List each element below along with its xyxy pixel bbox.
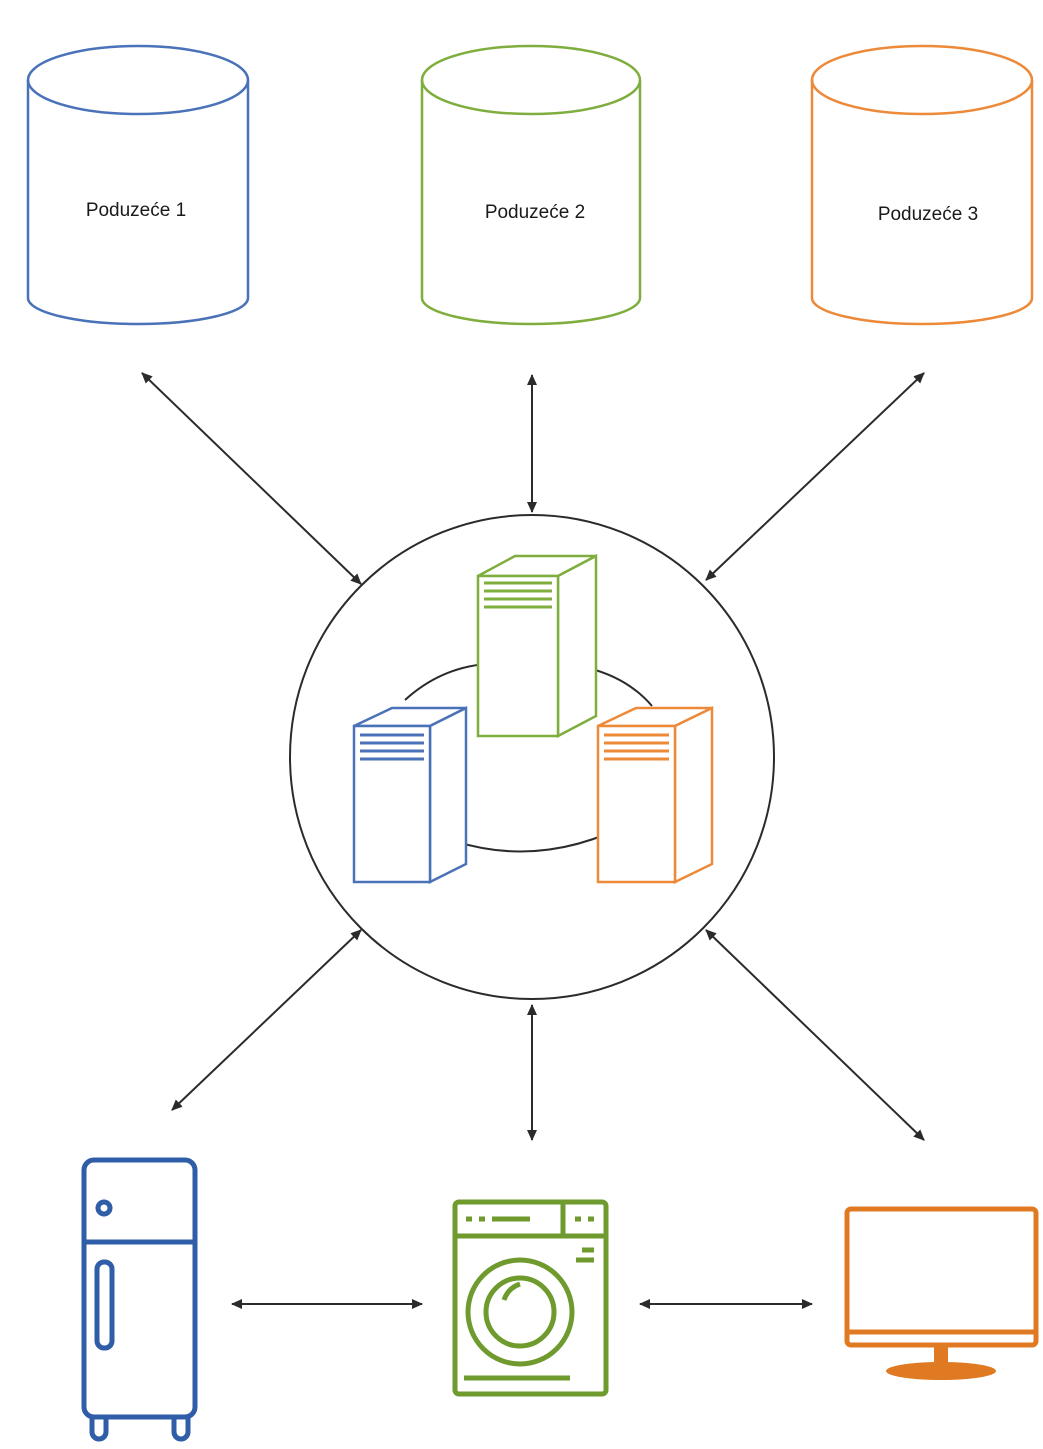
server-blue bbox=[352, 705, 468, 885]
database-2: Poduzeće 2 bbox=[420, 44, 642, 326]
server-orange-vents bbox=[604, 733, 669, 761]
server-blue-vents bbox=[360, 733, 424, 761]
server-orange bbox=[596, 706, 714, 884]
database-3: Poduzeće 3 bbox=[810, 44, 1034, 326]
washing-machine-icon bbox=[452, 1199, 609, 1397]
server-green bbox=[476, 553, 598, 739]
database-3-label: Poduzeće 3 bbox=[878, 204, 978, 225]
database-1-label: Poduzeće 1 bbox=[86, 200, 186, 221]
refrigerator-icon bbox=[81, 1157, 198, 1442]
hub-circle bbox=[289, 514, 775, 1000]
arrow-db1-hub bbox=[141, 372, 362, 585]
arrow-db3-hub bbox=[705, 372, 925, 581]
server-green-vents bbox=[484, 581, 552, 609]
database-2-label: Poduzeće 2 bbox=[485, 202, 585, 223]
database-1: Poduzeće 1 bbox=[26, 44, 250, 326]
arrow-hub-monitor bbox=[705, 929, 925, 1141]
arrow-hub-fridge bbox=[171, 929, 362, 1111]
monitor-icon bbox=[844, 1206, 1039, 1380]
